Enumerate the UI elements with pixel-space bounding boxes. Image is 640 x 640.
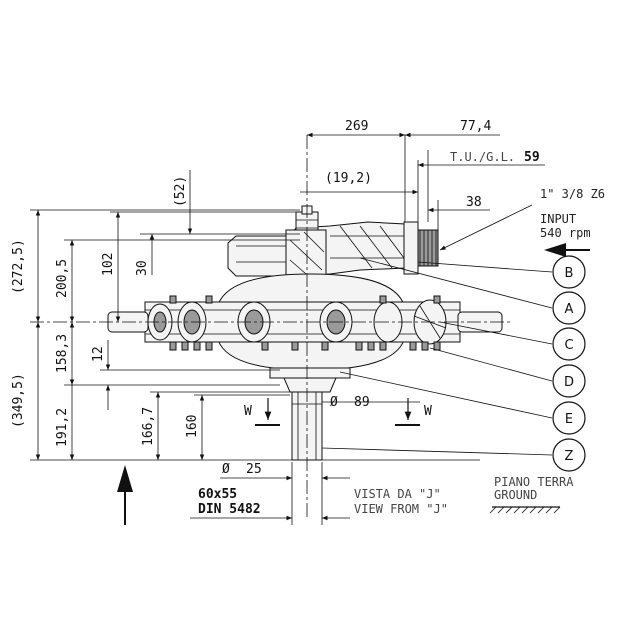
callout-d: D — [564, 375, 574, 390]
dim-shaft-din: DIN 5482 — [198, 502, 261, 517]
center-lines — [30, 135, 510, 520]
callout-e: E — [565, 412, 573, 427]
section-w-left: W — [244, 404, 252, 419]
dim-160: 160 — [185, 415, 200, 438]
dim-12: 12 — [91, 346, 106, 362]
note-ground-it: PIANO TERRA — [494, 475, 574, 489]
callout-leaders — [321, 204, 586, 472]
note-view-en: VIEW FROM "J" — [354, 502, 448, 516]
note-ground-en: GROUND — [494, 488, 537, 502]
dim-89-symbol: Ø — [330, 395, 338, 410]
callout-b: B — [565, 266, 574, 281]
note-input-rpm: 540 rpm — [540, 226, 591, 240]
dim-191-2: 191,2 — [55, 408, 70, 447]
dim-tu-gl-value: 59 — [524, 150, 540, 165]
dim-166-7: 166,7 — [141, 407, 156, 446]
callout-a: A — [565, 302, 574, 317]
dim-158-3: 158,3 — [55, 334, 70, 373]
dim-272-5: (272,5) — [11, 239, 26, 294]
note-view-it: VISTA DA "J" — [354, 487, 441, 501]
gearbox-drawing — [107, 205, 503, 461]
ground-symbol — [489, 506, 561, 514]
section-marks — [255, 398, 420, 426]
dim-102: 102 — [101, 253, 116, 276]
bolt-row — [169, 295, 441, 351]
view-j-arrow — [117, 465, 133, 525]
note-input: INPUT — [540, 212, 576, 226]
input-arrow — [544, 243, 590, 257]
dim-38: 38 — [466, 195, 482, 210]
dim-349-5: (349,5) — [11, 373, 26, 428]
dim-tu-gl-label: T.U./G.L. — [450, 150, 515, 164]
dim-25: 25 — [246, 462, 262, 477]
dim-25-symbol: Ø — [222, 462, 230, 477]
dim-shaft-60x55: 60x55 — [198, 487, 237, 502]
dim-52: (52) — [173, 176, 188, 207]
dim-200-5: 200,5 — [55, 259, 70, 298]
section-w-right: W — [424, 404, 432, 419]
note-spline: 1" 3/8 Z6 — [540, 187, 605, 201]
dim-19-2: (19,2) — [325, 171, 372, 186]
dim-30: 30 — [135, 260, 150, 276]
dimension-lines — [35, 132, 545, 521]
dim-77-4: 77,4 — [460, 119, 491, 134]
callout-c: C — [564, 338, 573, 353]
dim-89: 89 — [354, 395, 370, 410]
dim-269: 269 — [345, 119, 368, 134]
callout-z: Z — [565, 449, 574, 464]
